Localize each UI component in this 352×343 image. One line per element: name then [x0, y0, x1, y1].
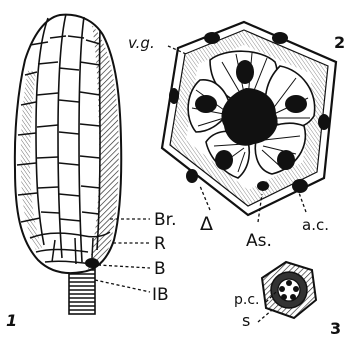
label-s: s [242, 311, 250, 330]
label-br: Br. [154, 210, 177, 230]
label-r: R [154, 234, 166, 254]
label-as: As. [246, 231, 272, 251]
figure-3-small-oral-view [262, 262, 316, 318]
figure-3-number: 3 [330, 319, 341, 338]
figure-2-oral-view [162, 22, 336, 215]
figure-1-crinoid-calyx [15, 14, 121, 314]
figure-2-number: 2 [334, 33, 345, 52]
label-ac: a.c. [302, 216, 329, 234]
label-b: B [154, 259, 166, 279]
label-ib: IB [152, 285, 169, 305]
label-delta: Δ [200, 213, 213, 235]
anal-opening [257, 181, 269, 191]
label-pc: p.c. [234, 292, 259, 308]
label-vg: v.g. [128, 34, 155, 52]
infrabasal-shading [85, 258, 99, 268]
figure-1-number: 1 [6, 311, 17, 330]
